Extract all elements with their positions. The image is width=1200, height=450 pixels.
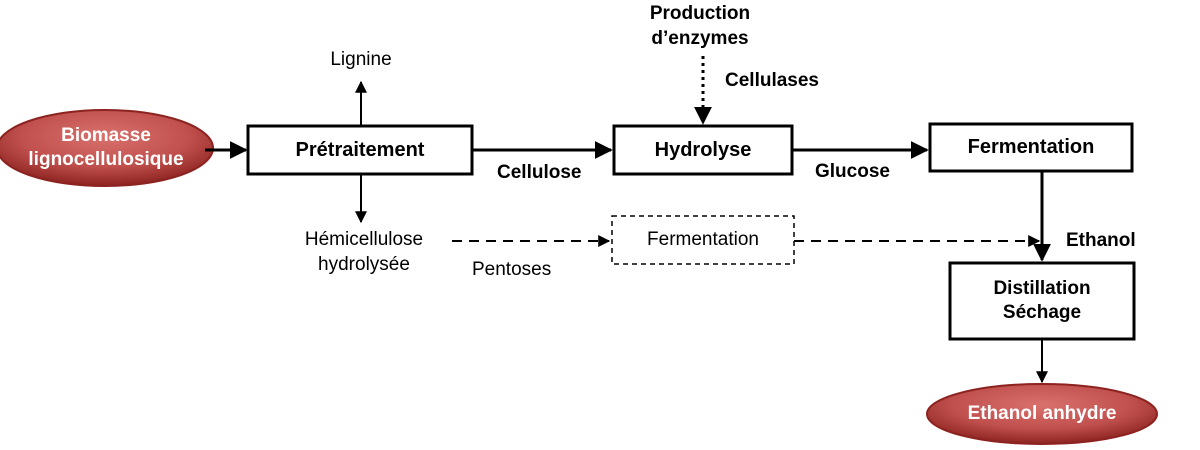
enzyme-production-label: Production d’enzymes	[649, 3, 751, 49]
pretreatment-label: Prétraitement	[295, 138, 425, 161]
distillation-label: Distillation Séchage	[993, 278, 1091, 323]
pentoses-label: Pentoses	[472, 259, 552, 280]
cellulases-label: Cellulases	[725, 70, 819, 91]
biomass-ellipse	[0, 109, 214, 187]
pentose-fermentation-box	[611, 215, 795, 265]
fermentation-box	[928, 122, 1134, 173]
pentose-fermentation-label: Fermentation	[647, 229, 759, 251]
fermentation-label: Fermentation	[967, 136, 1095, 158]
hemicellulose-label: Hémicellulose hydrolysée	[304, 229, 424, 275]
hydrolysis-label: Hydrolyse	[654, 138, 752, 161]
ethanol-label: Ethanol	[1066, 230, 1136, 251]
cellulose-label: Cellulose	[497, 162, 582, 183]
biomass-label: Biomasse lignocellulosique	[28, 125, 184, 170]
anhydrous-ethanol-ellipse	[926, 383, 1158, 445]
lignin-label: Lignine	[330, 49, 392, 70]
anhydrous-ethanol-label: Ethanol anhydre	[967, 403, 1117, 425]
glucose-label: Glucose	[815, 161, 890, 182]
